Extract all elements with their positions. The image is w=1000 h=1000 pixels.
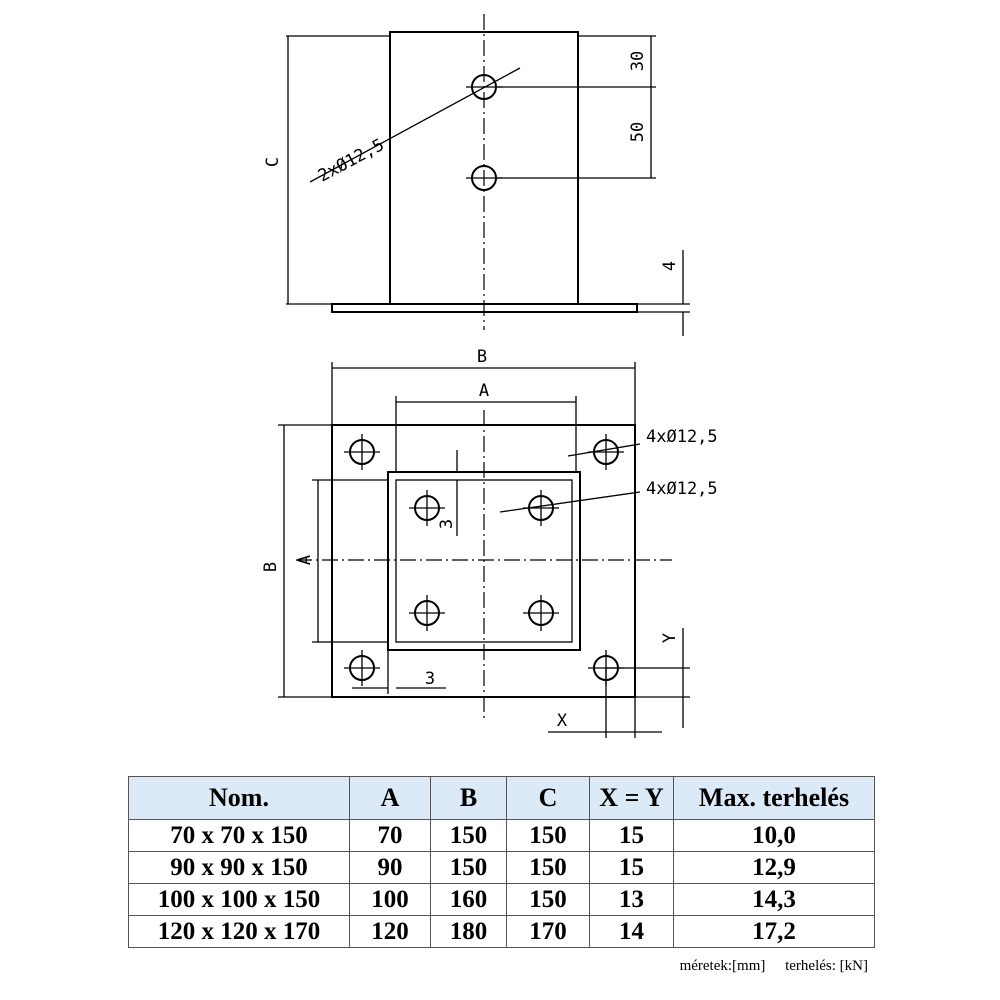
cell-a: 120 [349,915,431,948]
table-row: 120 x 120 x 170 120 180 170 14 17,2 [128,915,875,948]
inner-hole-callout: 4xØ12,5 [646,479,718,499]
column-header-max-load: Max. terhelés [673,776,875,820]
dim-a-top-label: A [479,381,489,401]
cell-max-load: 10,0 [673,819,875,852]
cell-b: 150 [430,851,507,884]
cell-max-load: 17,2 [673,915,875,948]
inner-hole-top-left [409,490,445,526]
cell-c: 150 [506,851,590,884]
front-hole-leader [309,67,521,183]
units-note: méretek:[mm] terhelés: [kN] [680,958,868,975]
column-header-a: A [349,776,431,820]
table-header-row: Nom. A B C X = Y Max. terhelés [128,776,875,820]
cell-b: 180 [430,915,507,948]
inner-hole-bottom-left [409,595,445,631]
cell-c: 150 [506,883,590,916]
dim-50-label: 50 [628,122,648,142]
cell-xy: 15 [589,819,674,852]
cell-a: 90 [349,851,431,884]
units-dimensions: méretek:[mm] [679,958,766,974]
dim-c-label: C [263,157,283,167]
corner-hole-bottom-left [344,650,380,686]
corner-hole-leader [567,443,641,457]
dim-wall-vertical-label: 3 [437,519,457,529]
dim-4-label: 4 [660,261,680,271]
dim-b-top-label: B [477,347,487,367]
corner-hole-top-left [344,434,380,470]
cell-nom: 90 x 90 x 150 [128,851,350,884]
dim-x-label: X [557,711,568,731]
dim-wall-horizontal-label: 3 [425,669,435,689]
column-header-nom: Nom. [128,776,350,820]
cell-c: 150 [506,819,590,852]
cell-a: 70 [349,819,431,852]
inner-hole-leader [499,491,641,513]
cell-a: 100 [349,883,431,916]
corner-hole-callout: 4xØ12,5 [646,427,718,447]
specification-table: Nom. A B C X = Y Max. terhelés 70 x 70 x… [128,776,875,948]
dim-a-left-label: A [295,555,315,565]
cell-xy: 14 [589,915,674,948]
front-view: 2xØ12,5 C 30 50 4 [263,14,690,336]
technical-drawing: 2xØ12,5 C 30 50 4 [261,14,718,738]
column-header-b: B [430,776,507,820]
front-hole-callout: 2xØ12,5 [315,135,388,186]
dim-b-left-label: B [261,562,281,572]
cell-nom: 120 x 120 x 170 [128,915,350,948]
cell-xy: 15 [589,851,674,884]
inner-hole-bottom-right [523,595,559,631]
units-load: terhelés: [kN] [785,958,868,974]
cell-b: 150 [430,819,507,852]
cell-max-load: 14,3 [673,883,875,916]
cell-max-load: 12,9 [673,851,875,884]
table-row: 90 x 90 x 150 90 150 150 15 12,9 [128,851,875,884]
cell-c: 170 [506,915,590,948]
column-header-c: C [506,776,590,820]
cell-nom: 100 x 100 x 150 [128,883,350,916]
dim-y-label: Y [660,633,680,643]
plan-view: B A B A 3 3 4xØ12,5 4xØ12,5 [261,347,718,738]
table-row: 70 x 70 x 150 70 150 150 15 10,0 [128,819,875,852]
column-header-xy: X = Y [589,776,674,820]
plan-tube-inner [395,479,573,643]
cell-b: 160 [430,883,507,916]
cell-xy: 13 [589,883,674,916]
table-row: 100 x 100 x 150 100 160 150 13 14,3 [128,883,875,916]
cell-nom: 70 x 70 x 150 [128,819,350,852]
dim-30-label: 30 [628,51,648,71]
